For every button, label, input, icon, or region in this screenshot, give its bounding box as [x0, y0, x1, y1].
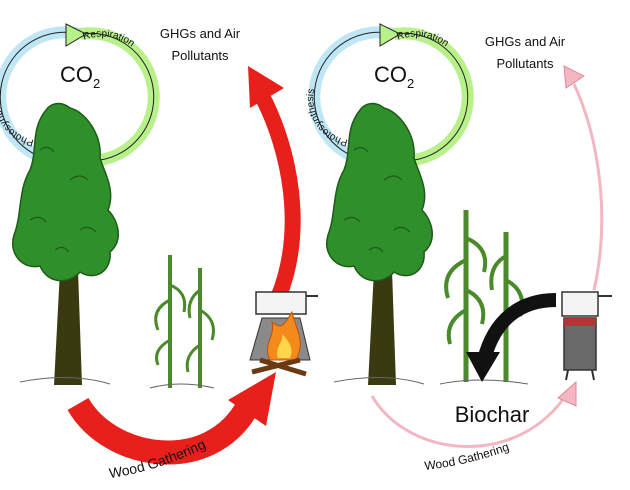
- co2-label-right: CO2: [374, 62, 414, 91]
- biochar-stove: [561, 291, 612, 381]
- wood-gathering-arrow-right: [370, 391, 570, 448]
- wood-gathering-arrowhead-left: [228, 372, 276, 426]
- cooking-pot-right: [561, 291, 599, 317]
- emissions-arrowhead-right: [563, 65, 585, 89]
- cookstove-fire-left: [249, 291, 318, 377]
- wood-gathering-label-right: Wood Gathering: [424, 440, 511, 473]
- biochar-arrow: [477, 293, 557, 362]
- emissions-arrow-left: [254, 92, 301, 302]
- panel-left: Photosynthesis Respiration CO2 GHGs and …: [0, 23, 318, 481]
- tree-right: [325, 102, 433, 385]
- emissions-label-line1-right: GHGs and Air: [485, 34, 566, 49]
- biochar-arrowhead: [466, 352, 500, 382]
- emissions-label-line2-left: Pollutants: [171, 48, 229, 63]
- emissions-label-line2-right: Pollutants: [496, 56, 554, 71]
- corn-left: [149, 255, 215, 389]
- tree-left: [11, 102, 119, 385]
- stove-body: [563, 317, 597, 371]
- emissions-arrow-right: [572, 83, 604, 291]
- panel-right: Photosynthesis Respiration CO2 GHGs and …: [305, 23, 612, 473]
- emissions-arrowhead-left: [248, 66, 284, 108]
- emissions-label-line1-left: GHGs and Air: [160, 26, 241, 41]
- corn-right: [439, 210, 529, 385]
- cycle-arrowhead-top: [65, 23, 88, 47]
- cooking-pot-left: [255, 291, 307, 315]
- co2-label: CO2: [60, 62, 100, 91]
- biochar-label: Biochar: [455, 402, 530, 427]
- wood-gathering-arrowhead-right: [557, 380, 577, 407]
- wood-gathering-arrow-left: [67, 397, 259, 465]
- photosynthesis-label-right: Photosynthesis: [305, 88, 349, 148]
